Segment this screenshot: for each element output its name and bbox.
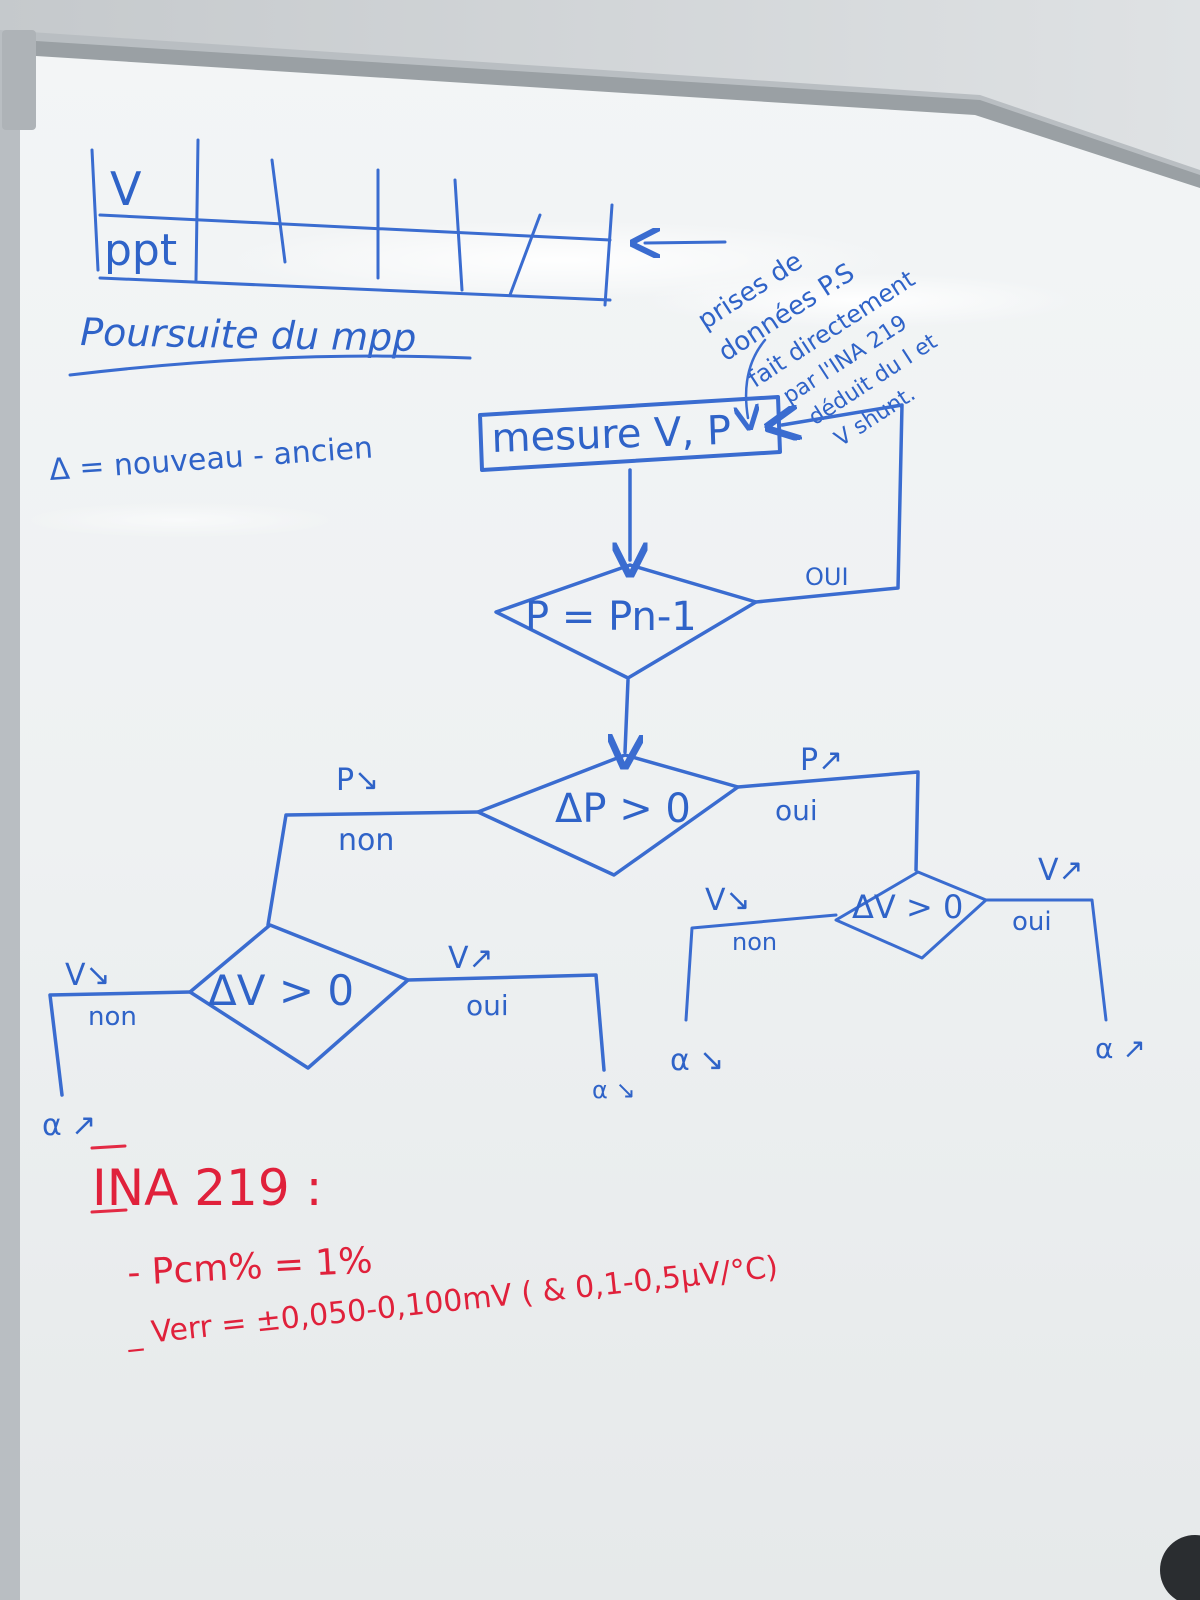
note-arrow (746, 338, 767, 418)
table-row-v: V (110, 162, 142, 216)
branch-line (736, 770, 920, 872)
heading-underline (68, 354, 472, 377)
branch-line (48, 990, 192, 1097)
decision-dp (476, 753, 740, 877)
loop-oui-label: OUI (805, 563, 849, 591)
heading-text: Poursuite du mpp (80, 310, 417, 360)
flow-arrow (625, 678, 628, 752)
decision-dp-label: ΔP > 0 (555, 786, 691, 832)
output-label: α ↗ (1095, 1032, 1146, 1065)
branch-line (266, 810, 480, 927)
board-rail (20, 40, 1200, 188)
data-table-sketch (90, 138, 614, 307)
branch-line (984, 898, 1108, 1022)
branch-label: non (338, 823, 394, 858)
table-pointer-arrow (645, 242, 727, 243)
branch-label: V↗ (1038, 853, 1084, 888)
branch-label: non (732, 928, 777, 956)
output-label: α ↗ (42, 1108, 96, 1143)
hinge (2, 30, 36, 130)
branch-label: V↘ (65, 958, 111, 993)
decision-dv-left-label: ΔV > 0 (208, 966, 354, 1015)
branch-label: non (88, 1002, 137, 1032)
branch-label: P↗ (800, 743, 843, 778)
table-row-ppt: ppt (104, 225, 177, 276)
branch-label: V↘ (705, 883, 751, 918)
loop-back-line (754, 403, 904, 604)
light-reflection (20, 502, 340, 538)
branch-label: oui (775, 794, 818, 827)
measure-box (478, 395, 782, 472)
branch-label: oui (1012, 907, 1052, 937)
light-reflection (640, 272, 1080, 328)
branch-label: oui (466, 989, 509, 1022)
branch-label: V↗ (448, 941, 494, 976)
red-notes-title: INA 219 : (92, 1159, 322, 1217)
board-surface (20, 45, 1200, 1600)
decision-p-equal-label: P = Pn-1 (525, 594, 697, 640)
branch-label: P↘ (336, 763, 379, 798)
title-serif-marks (90, 1144, 128, 1214)
decision-p-equal (494, 563, 758, 680)
decision-dv-left (188, 923, 410, 1070)
branch-line (684, 913, 838, 1022)
measure-box-label: mesure V, P (491, 408, 732, 462)
decision-dv-right-label: ΔV > 0 (852, 888, 963, 926)
output-label: α ↘ (592, 1076, 636, 1104)
magnet (1160, 1535, 1200, 1600)
branch-line (406, 973, 606, 1072)
decision-dv-right (834, 870, 988, 960)
output-label: α ↘ (670, 1043, 724, 1078)
